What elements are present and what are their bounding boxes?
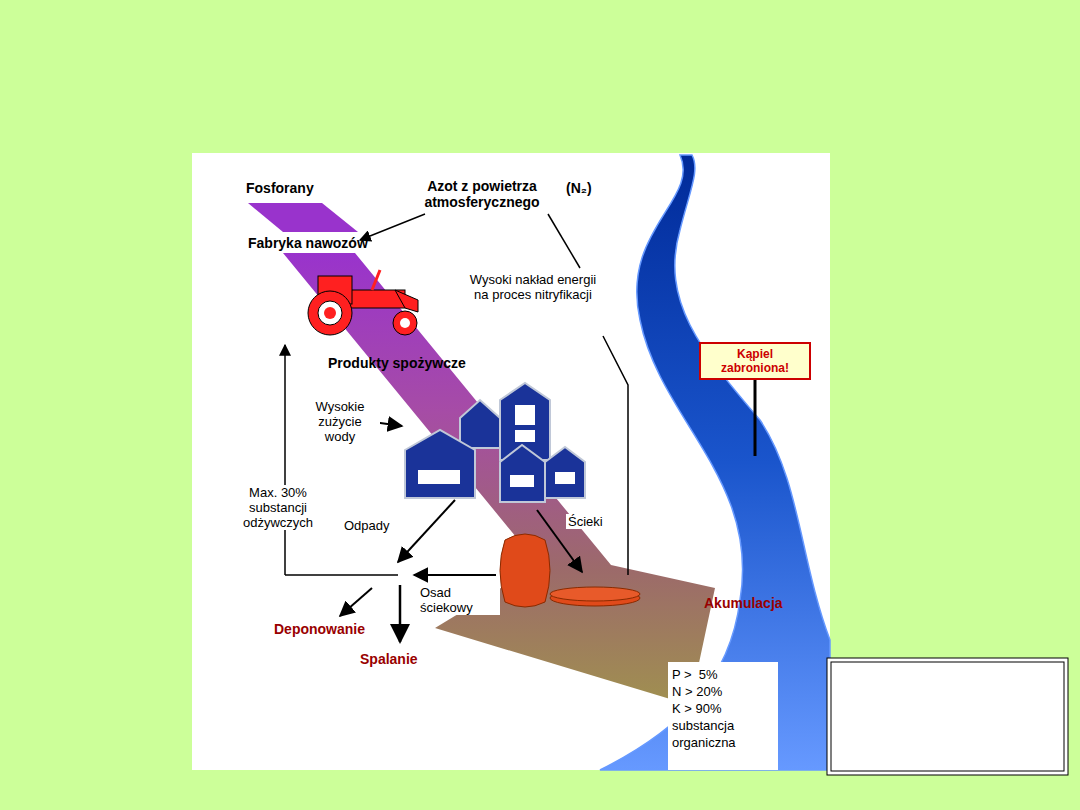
outcome-label: Deponowanie	[274, 622, 365, 637]
text-box	[668, 662, 778, 770]
note: Max. 30% substancji odżywczych	[228, 485, 328, 530]
stage-label: Produkty spożywcze	[328, 355, 466, 371]
flow-label: Ścieki	[566, 514, 605, 529]
phosphate-band	[248, 203, 358, 232]
outcome-label: Spalanie	[360, 652, 418, 667]
sign-post	[754, 380, 757, 456]
note: Wysokie zużycie wody	[300, 399, 380, 444]
input-label: Azot z powietrza atmosferycznego	[404, 178, 560, 210]
flow-label: Odpady	[342, 518, 392, 533]
content-value: substancja organiczna	[672, 717, 772, 751]
tractor	[308, 270, 418, 335]
windows	[418, 405, 575, 487]
arrows	[285, 214, 628, 642]
note: Wysoki nakład energii na proces nitryfik…	[466, 272, 600, 302]
treatment-tanks	[500, 534, 640, 607]
formula-label: (N₂)	[566, 180, 592, 196]
warning-sign: Kąpiel zabroniona!	[699, 342, 811, 380]
houses	[405, 383, 585, 502]
sign-text: Kąpiel zabroniona!	[707, 347, 803, 375]
content-value: P > 5%	[672, 666, 718, 683]
panel	[192, 153, 830, 770]
input-label: Fosforany	[246, 180, 314, 196]
stage-label: Fabryka nawozów	[248, 235, 368, 251]
flow-label: Osad ściekowy	[418, 585, 500, 615]
flow-band	[283, 253, 715, 705]
content-value: N > 20%	[672, 683, 722, 700]
content-value: K > 90%	[672, 700, 722, 717]
empty-frame	[827, 658, 1068, 775]
outcome-label: Akumulacja	[704, 596, 783, 611]
